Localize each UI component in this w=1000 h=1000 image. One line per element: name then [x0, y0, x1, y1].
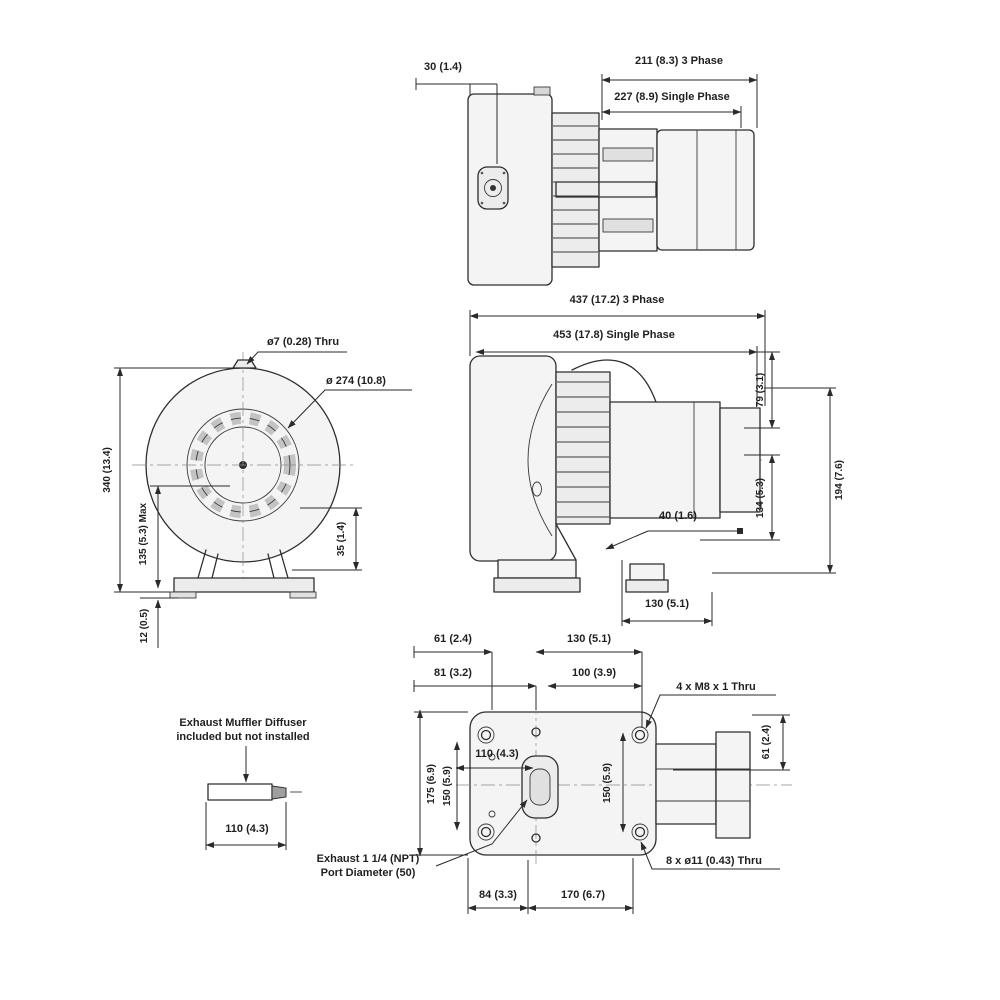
- blower-housing-side: [469, 355, 557, 562]
- bolt-hole: [480, 729, 492, 741]
- muffler-note-line1: Exhaust Muffler Diffuser: [179, 717, 307, 729]
- front-foot: [497, 559, 577, 579]
- dim-bot-81-label: 81 (3.2): [434, 667, 472, 679]
- motor-fins-top: [551, 112, 600, 268]
- motor-body-top: [656, 129, 755, 251]
- side-view-shapes: [469, 355, 762, 593]
- dim-bot-84-label: 84 (3.3): [479, 889, 517, 901]
- dim-front-inner-label: 135 (5.3) Max: [138, 502, 149, 565]
- top-view-shapes: [467, 86, 755, 286]
- exhaust-flange: [655, 743, 717, 825]
- side-view-dimensions-right: 79 (3.1) 134 (5.3) 194 (7.6): [700, 351, 845, 574]
- bottom-view: 61 (2.4) 81 (3.2) 130 (5.1) 100 (3.9) 4 …: [317, 633, 792, 914]
- dim-bot-170-label: 170 (6.7): [561, 889, 605, 901]
- motor-fins-side: [555, 371, 611, 525]
- dim-muffler-length-label: 110 (4.3): [225, 823, 269, 835]
- callout-8x11-label: 8 x ø11 (0.43) Thru: [666, 855, 762, 867]
- dim-bot-150-right-label: 150 (5.9): [602, 763, 613, 803]
- side-view: 437 (17.2) 3 Phase 453 (17.8) Single Pha…: [469, 294, 845, 626]
- bottom-view-dimensions-left: 175 (6.9) 150 (5.9) 110 (4.3): [414, 709, 534, 857]
- dim-bot-center-label: 110 (4.3): [475, 748, 519, 760]
- dim-bot-150-left-label: 150 (5.9): [442, 766, 453, 806]
- mounting-plate: [469, 711, 657, 856]
- callout-exhaust-line2: Port Diameter (50): [321, 867, 416, 879]
- base-plate-front: [173, 577, 315, 593]
- dim-bot-175-label: 175 (6.9): [426, 764, 437, 804]
- front-view-callouts: ø7 (0.28) Thru ø 274 (10.8): [246, 336, 412, 429]
- side-view-dimensions-bottom: 40 (1.6) 130 (5.1): [605, 510, 743, 626]
- bottom-view-shapes: [456, 700, 792, 868]
- dim-side-foot-length-label: 130 (5.1): [645, 598, 689, 610]
- bolt-hole: [634, 729, 646, 741]
- dim-bot-61-label: 61 (2.4): [434, 633, 472, 645]
- shaft-top: [555, 181, 657, 198]
- muffler-detail: Exhaust Muffler Diffuser included but no…: [176, 717, 310, 850]
- callout-m8-label: 4 x M8 x 1 Thru: [676, 681, 755, 693]
- callout-exhaust-line1: Exhaust 1 1/4 (NPT): [317, 853, 420, 865]
- top-tab: [232, 359, 257, 369]
- dim-front-right-label: 35 (1.4): [336, 522, 347, 556]
- bolt-hole: [634, 826, 646, 838]
- bottom-view-dimensions-right: 150 (5.9) 61 (2.4) 8 x ø11 (0.43) Thru: [602, 714, 790, 870]
- callout-diameter-label: ø 274 (10.8): [326, 375, 386, 387]
- dim-side-194-label: 194 (7.6): [834, 460, 845, 500]
- dim-bot-61-right-label: 61 (2.4): [761, 725, 772, 759]
- drain-port: [532, 481, 542, 497]
- muffler-tip: [271, 785, 287, 800]
- dim-side-79-label: 79 (3.1): [755, 373, 766, 407]
- dim-side-3phase-label: 437 (17.2) 3 Phase: [570, 294, 665, 306]
- housing-handle: [533, 86, 551, 96]
- muffler-body: [207, 783, 273, 801]
- bottom-view-dimensions-bottom: 84 (3.3) 170 (6.7) Exhaust 1 1/4 (NPT) P…: [317, 799, 634, 914]
- dim-side-foot-label: 40 (1.6): [659, 510, 697, 522]
- conduit-arc: [571, 359, 657, 403]
- front-view-shapes: [132, 352, 356, 599]
- muffler-note-line2: included but not installed: [176, 731, 309, 743]
- exhaust-slot: [529, 768, 551, 806]
- dim-bot-100-label: 100 (3.9): [572, 667, 616, 679]
- motor-end-cap: [719, 407, 761, 513]
- dim-side-134-label: 134 (5.3): [755, 478, 766, 518]
- dim-top-offset-label: 30 (1.4): [424, 61, 462, 73]
- dim-side-single-phase-label: 453 (17.8) Single Phase: [553, 329, 675, 341]
- top-view-dimensions: 30 (1.4) 211 (8.3) 3 Phase 227 (8.9) Sin…: [415, 55, 758, 164]
- front-view-dimensions: 340 (13.4) 135 (5.3) Max 12 (0.5) 35 (1.…: [102, 367, 362, 648]
- bottom-view-dimensions-top: 61 (2.4) 81 (3.2) 130 (5.1) 100 (3.9) 4 …: [413, 633, 776, 729]
- callout-tab-label: ø7 (0.28) Thru: [267, 336, 339, 348]
- rear-foot: [629, 563, 665, 581]
- top-view: 30 (1.4) 211 (8.3) 3 Phase 227 (8.9) Sin…: [415, 55, 758, 286]
- bolt-hole: [480, 826, 492, 838]
- dim-front-height-label: 340 (13.4): [102, 447, 113, 493]
- exhaust-pipe: [715, 731, 751, 839]
- front-view: ø7 (0.28) Thru ø 274 (10.8) 340 (13.4) 1…: [102, 336, 412, 648]
- motor-body-side: [609, 401, 721, 519]
- dim-top-3phase-label: 211 (8.3) 3 Phase: [635, 55, 723, 67]
- dim-front-base-label: 12 (0.5): [139, 609, 150, 643]
- dim-top-single-phase-label: 227 (8.9) Single Phase: [614, 91, 730, 103]
- dim-bot-130-label: 130 (5.1): [567, 633, 611, 645]
